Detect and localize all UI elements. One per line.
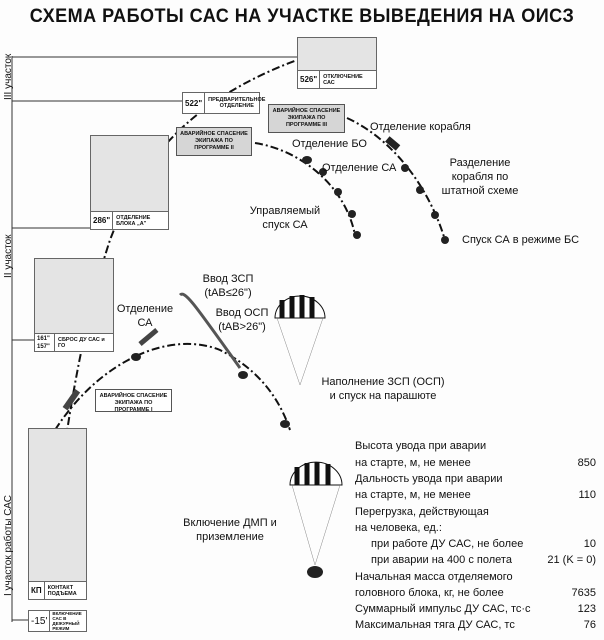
event-label: ПРЕДВАРИТЕЛЬНОЕ ОТДЕЛЕНИЕ	[208, 97, 266, 109]
abort-2-trajectory	[254, 142, 356, 236]
fairing-separation-image	[35, 259, 113, 334]
event-526: 526"ОТКЛЮЧЕНИЕ САС	[297, 37, 377, 89]
event-label: ОТДЕЛЕНИЕ БЛОКА „А"	[116, 214, 151, 227]
zsp-canopy	[178, 292, 242, 369]
timeline-lines	[11, 56, 297, 622]
spec-row: Высота увода при аварии	[355, 440, 487, 452]
section-3-label: III участок	[3, 53, 14, 100]
abort-program-3: АВАРИЙНОЕ СПАСЕНИЕ ЭКИПАЖА ПО ПРОГРАММЕ …	[268, 104, 345, 133]
event-time: 522"	[183, 93, 206, 113]
diagram-title: СХЕМА РАБОТЫ САС НА УЧАСТКЕ ВЫВЕДЕНИЯ НА…	[29, 6, 575, 27]
abort-program-2: АВАРИЙНОЕ СПАСЕНИЕ ЭКИПАЖА ПО ПРОГРАММЕ …	[176, 127, 252, 156]
spec-row: Дальность увода при аварии	[355, 473, 503, 485]
escape-tower-icons	[62, 327, 159, 411]
spec-row: Перегрузка, действующая	[355, 506, 489, 518]
abort-1-trajectory	[54, 342, 291, 431]
label-bo-separation: Отделение БО	[292, 138, 367, 150]
event-161: 161" 157"СБРОС ДУ САС и ГО	[34, 258, 114, 352]
section-1-label: I участок работы САС	[3, 495, 14, 596]
label-guided-descent: Управляемый спуск СА	[249, 205, 321, 231]
rocket-image	[91, 136, 168, 212]
event-minus15: -15' ВКЛЮЧЕНИЕ САС В ДЕЖУРНЫЙ РЕЖИМ	[28, 610, 87, 632]
label-ballistic-descent: Спуск СА в режиме БС	[462, 234, 580, 246]
event-time: 526"	[298, 71, 321, 88]
event-label: ОТКЛЮЧЕНИЕ САС	[323, 73, 363, 86]
spacecraft-image	[298, 38, 376, 71]
event-time: 286"	[91, 212, 114, 229]
label-sa-separation-abort: Отделение СА	[116, 303, 174, 329]
event-time: 161" 157"	[35, 334, 55, 351]
label-nominal-separation: Разделение корабля по штатной схеме	[441, 157, 519, 197]
launch-vehicle-image	[29, 429, 86, 582]
event-label: ВКЛЮЧЕНИЕ САС В ДЕЖУРНЫЙ РЕЖИМ	[52, 611, 82, 631]
label-sa-separation: Отделение СА	[322, 162, 397, 174]
event-286: 286"ОТДЕЛЕНИЕ БЛОКА „А"	[90, 135, 169, 230]
event-label: СБРОС ДУ САС и ГО	[57, 336, 105, 349]
parachute-1	[274, 295, 326, 386]
event-time: -15'	[29, 611, 51, 631]
spec-row: Начальная масса отделяемого	[355, 571, 513, 583]
event-label: КОНТАКТ ПОДЪЕМА	[47, 584, 77, 597]
label-osp: Ввод ОСП (tАВ>26")	[215, 307, 269, 333]
event-time: КП	[29, 582, 45, 599]
label-zsp: Ввод ЗСП (tАВ≤26")	[202, 273, 254, 299]
section-2-label: II участок	[3, 234, 14, 278]
label-landing: Включение ДМП и приземление	[183, 517, 277, 543]
event-522: 522" ПРЕДВАРИТЕЛЬНОЕ ОТДЕЛЕНИЕ	[182, 92, 265, 114]
capsules	[131, 136, 449, 578]
abort-program-1: АВАРИЙНОЕ СПАСЕНИЕ ЭКИПАЖА ПО ПРОГРАММЕ …	[95, 389, 172, 413]
label-parachute-descent: Наполнение ЗСП (ОСП) и спуск на парашюте	[321, 376, 445, 402]
parachute-2	[289, 461, 343, 566]
spec-row: на человека, ед.:	[355, 522, 442, 534]
label-ship-separation: Отделение корабля	[370, 121, 471, 133]
